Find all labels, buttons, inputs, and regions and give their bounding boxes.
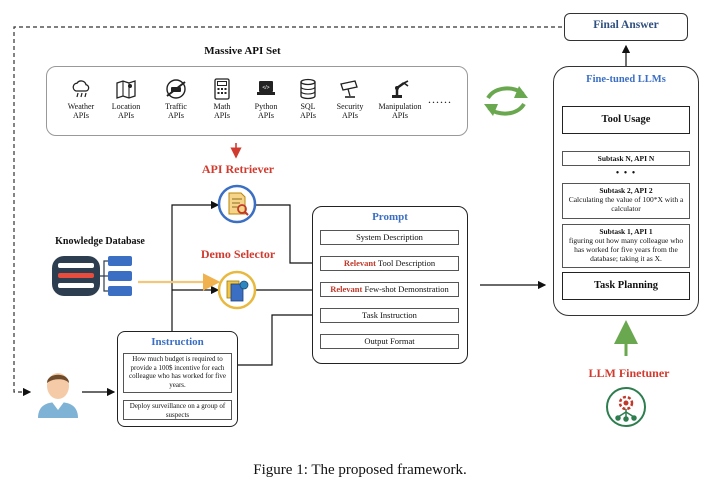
api-retriever-label: API Retriever bbox=[201, 162, 275, 176]
python-laptop-icon: </> bbox=[257, 81, 275, 95]
prompt-row-text: Output Format bbox=[364, 336, 415, 346]
final-answer-label: Final Answer bbox=[593, 19, 659, 31]
subtask-1-box: Subtask 1, API 1 figuring out how many c… bbox=[562, 224, 690, 268]
instruction-to-modules-line bbox=[171, 200, 220, 331]
dashed-feedback-line bbox=[13, 26, 562, 397]
api-item-location: Location APIs bbox=[102, 78, 150, 120]
demo-selector-label: Demo Selector bbox=[200, 247, 276, 261]
fine-tuned-llms-title: Fine-tuned LLMs bbox=[586, 74, 666, 85]
api-label-line2: APIs bbox=[341, 111, 358, 120]
prompt-row-tool-description: Relevant Tool Description bbox=[320, 256, 459, 271]
demo-cards-icon bbox=[217, 270, 257, 310]
prompt-row-text: Few-shot Demonstration bbox=[362, 284, 449, 294]
api-item-security: Security APIs bbox=[326, 78, 374, 120]
api-label-line1: Python bbox=[254, 102, 278, 111]
subtask-1-heading: Subtask 1, API 1 bbox=[599, 227, 653, 236]
prompt-row-prefix: Relevant bbox=[330, 284, 363, 294]
tool-usage-box: Tool Usage bbox=[562, 106, 690, 134]
api-label-line2: APIs bbox=[299, 111, 316, 120]
prompt-row-text: Task Instruction bbox=[362, 310, 417, 320]
api-label-line1: Weather bbox=[67, 102, 95, 111]
api-set-title: Massive API Set bbox=[204, 45, 281, 57]
subtask-2-box: Subtask 2, API 2 Calculating the value o… bbox=[562, 183, 690, 219]
subtask-ellipsis: • • • bbox=[615, 168, 637, 179]
camera-icon bbox=[340, 80, 358, 98]
subtask-2-body: Calculating the value of 100*X with a ca… bbox=[568, 195, 684, 213]
instruction-to-task-line bbox=[238, 310, 322, 366]
prompt-row-prefix: Relevant bbox=[343, 258, 376, 268]
api-set-box bbox=[46, 66, 468, 136]
traffic-icon bbox=[166, 79, 186, 99]
api-label-line2: APIs bbox=[117, 111, 134, 120]
cloud-rain-icon bbox=[72, 80, 90, 98]
sync-arrows-icon bbox=[484, 86, 528, 116]
api-label-line1: Location bbox=[111, 102, 141, 111]
api-label-line1: SQL bbox=[300, 102, 316, 111]
subtask-1-body: figuring out how many colleague who has … bbox=[568, 236, 684, 263]
llm-finetuner-label: LLM Finetuner bbox=[588, 366, 670, 380]
user-avatar-icon bbox=[38, 373, 78, 418]
gear-network-icon bbox=[606, 387, 646, 427]
api-item-traffic: Traffic APIs bbox=[152, 78, 200, 120]
retriever-to-prompt-line bbox=[255, 204, 322, 268]
subtask-n-box: Subtask N, API N bbox=[562, 151, 690, 166]
instruction-item: How much budget is required to provide a… bbox=[123, 353, 232, 393]
document-search-icon bbox=[217, 184, 257, 224]
api-label-line1: Security bbox=[336, 102, 364, 111]
api-label-line2: APIs bbox=[213, 111, 230, 120]
svg-text:</>: </> bbox=[262, 85, 269, 91]
prompt-row-output-format: Output Format bbox=[320, 334, 459, 349]
map-icon bbox=[116, 80, 136, 99]
database-icon bbox=[300, 78, 316, 100]
prompt-row-text: System Description bbox=[356, 232, 423, 242]
api-item-python: </> Python APIs bbox=[242, 78, 290, 120]
final-answer-box bbox=[564, 13, 688, 41]
calculator-icon bbox=[214, 78, 230, 100]
server-database-icon bbox=[52, 256, 132, 296]
prompt-row-system-description: System Description bbox=[320, 230, 459, 245]
api-item-math: Math APIs bbox=[198, 78, 246, 120]
figure-caption: Figure 1: The proposed framework. bbox=[253, 462, 467, 478]
knowledge-database-label: Knowledge Database bbox=[55, 236, 145, 247]
api-item-weather: Weather APIs bbox=[57, 78, 105, 120]
api-label-line2: APIs bbox=[167, 111, 184, 120]
prompt-title: Prompt bbox=[372, 211, 408, 223]
api-item-manipulation: Manipulation APIs bbox=[372, 78, 428, 120]
api-label-line1: Manipulation bbox=[378, 102, 422, 111]
subtask-2-heading: Subtask 2, API 2 bbox=[599, 186, 653, 195]
prompt-row-text: Tool Description bbox=[375, 258, 436, 268]
instruction-title: Instruction bbox=[151, 336, 204, 348]
task-planning-box: Task Planning bbox=[562, 272, 690, 300]
prompt-row-few-shot-demonstration: Relevant Few-shot Demonstration bbox=[320, 282, 459, 297]
api-label-line1: Traffic bbox=[165, 102, 187, 111]
api-ellipsis: ...... bbox=[428, 92, 452, 106]
api-label-line2: APIs bbox=[257, 111, 274, 120]
instruction-item: Deploy surveillance on a group of suspec… bbox=[123, 400, 232, 420]
robot-arm-icon bbox=[392, 80, 409, 98]
prompt-row-task-instruction: Task Instruction bbox=[320, 308, 459, 323]
api-label-line2: APIs bbox=[72, 111, 89, 120]
api-item-sql: SQL APIs bbox=[284, 78, 332, 120]
api-label-line1: Math bbox=[213, 102, 231, 111]
api-label-line2: APIs bbox=[391, 111, 408, 120]
